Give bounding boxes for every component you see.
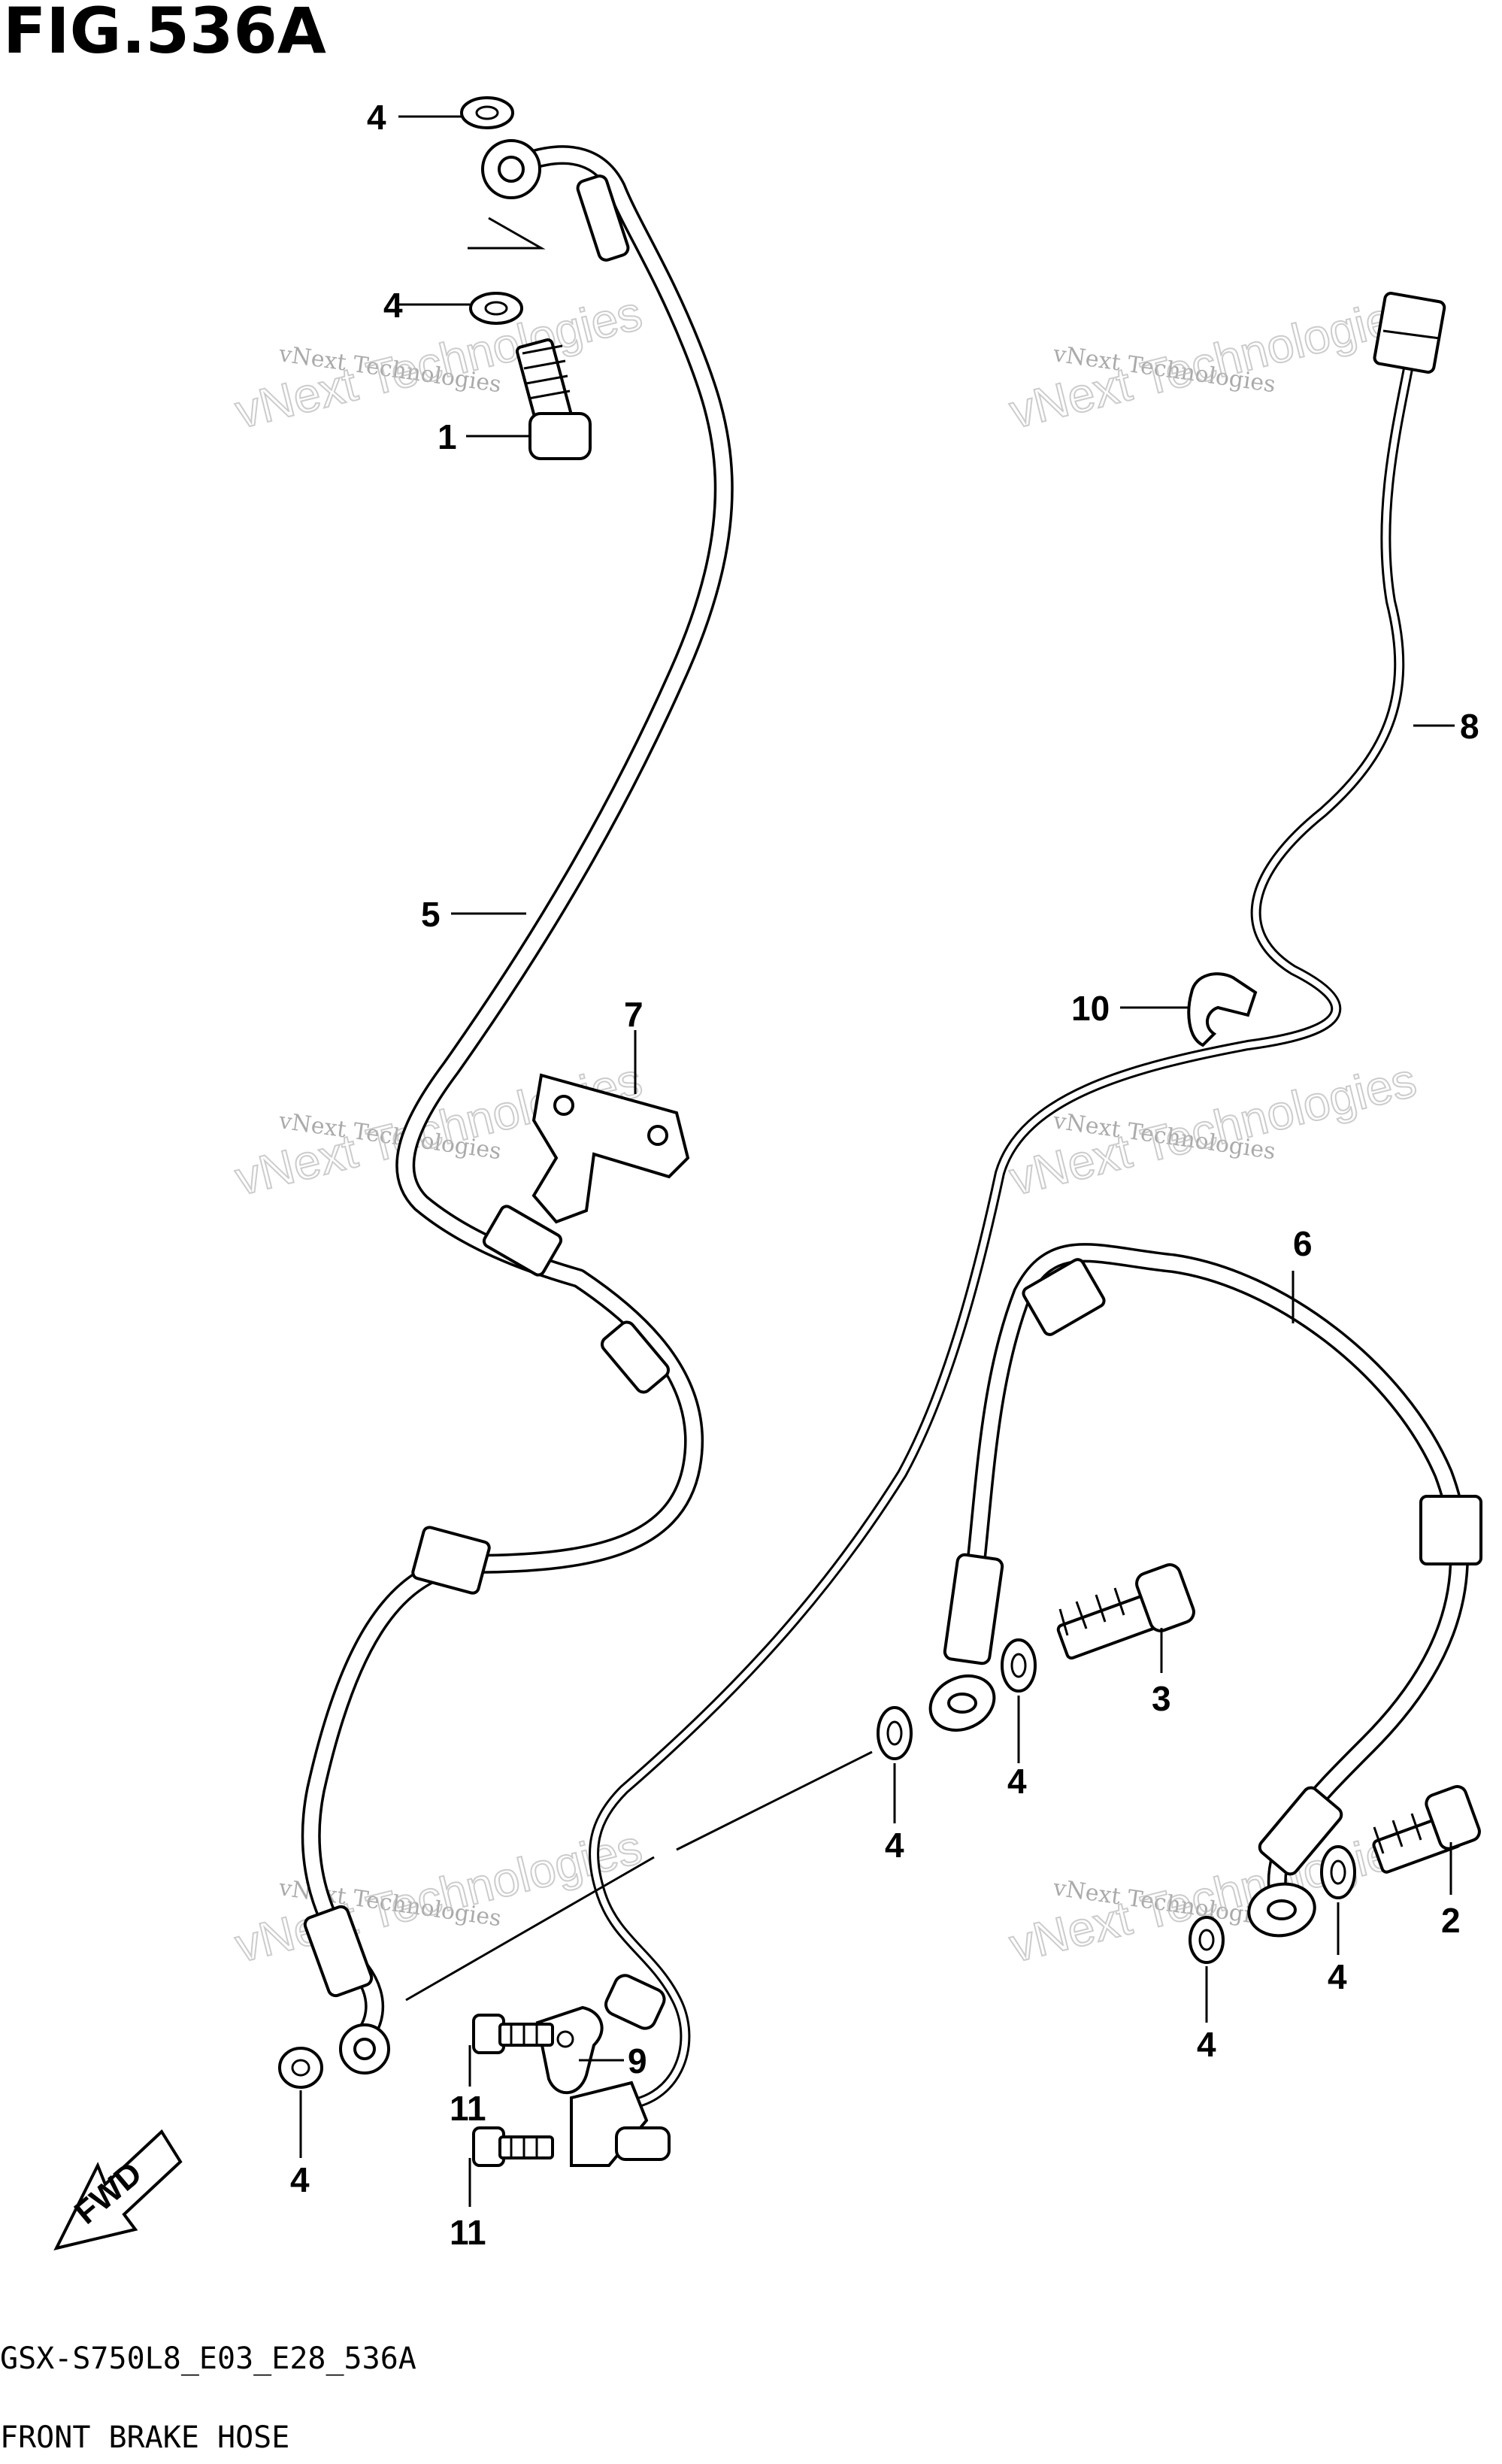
hose-clamp-grommet [411, 1526, 491, 1595]
brake-hose-5 [301, 139, 734, 2075]
hose-clamp-grommet [482, 1205, 563, 1277]
callout-8: 8 [1460, 707, 1479, 746]
hose-clamp-grommet [1022, 1258, 1106, 1336]
callout-4: 4 [1328, 1957, 1347, 1996]
bolt-11-upper [472, 2014, 554, 2054]
callout-2: 2 [1441, 1901, 1461, 1940]
alignment-line [405, 1750, 873, 2002]
callout-4: 4 [885, 1826, 904, 1865]
callout-11: 11 [450, 2213, 486, 2252]
callout-3: 3 [1152, 1679, 1171, 1718]
speed-sensor-wire-8 [570, 292, 1446, 2167]
banjo-bolt-2 [1372, 1785, 1481, 1874]
wire-grommet [604, 1974, 666, 2030]
callout-1: 1 [438, 417, 457, 456]
hose-sleeve [943, 1553, 1004, 1665]
hose-sleeve [601, 1320, 670, 1394]
callout-4: 4 [383, 286, 403, 325]
callout-11: 11 [450, 2089, 486, 2128]
callout-7: 7 [624, 995, 643, 1034]
brake-hose-6 [928, 1243, 1482, 1938]
banjo-bolt-3 [1056, 1563, 1195, 1660]
leader-line [468, 217, 546, 250]
callout-4: 4 [290, 2160, 310, 2199]
hose-clamp-grommet [1419, 1495, 1482, 1565]
callout-10: 10 [1071, 989, 1110, 1028]
wire-connector [1373, 292, 1446, 374]
hose-sleeve [576, 174, 630, 262]
callout-4: 4 [1197, 2025, 1216, 2064]
figure-caption: FRONT BRAKE HOSE [0, 2420, 289, 2455]
hose-sleeve [1258, 1786, 1343, 1876]
figure-title: FIG.536A [3, 0, 326, 68]
hose-sleeve [303, 1905, 374, 1998]
banjo-bolt-1 [515, 338, 592, 460]
wire-clamp-10 [1187, 972, 1258, 1047]
callout-leaders [299, 115, 1455, 2207]
callout-5: 5 [421, 895, 441, 934]
bolt-11-lower [472, 2126, 554, 2167]
callout-9: 9 [628, 2041, 647, 2081]
clamp-bracket-7 [531, 1073, 690, 1224]
fwd-direction-arrow: FWD [53, 2129, 183, 2250]
callout-6: 6 [1293, 1224, 1313, 1263]
callout-4: 4 [1007, 1762, 1027, 1801]
model-code: GSX-S750L8_E03_E28_536A [0, 2341, 416, 2376]
callout-labels: 4 4 1 5 7 8 10 6 3 4 4 2 4 4 4 9 11 11 [290, 98, 1479, 2252]
clamp-9 [535, 2005, 604, 2095]
callout-4: 4 [367, 98, 386, 137]
